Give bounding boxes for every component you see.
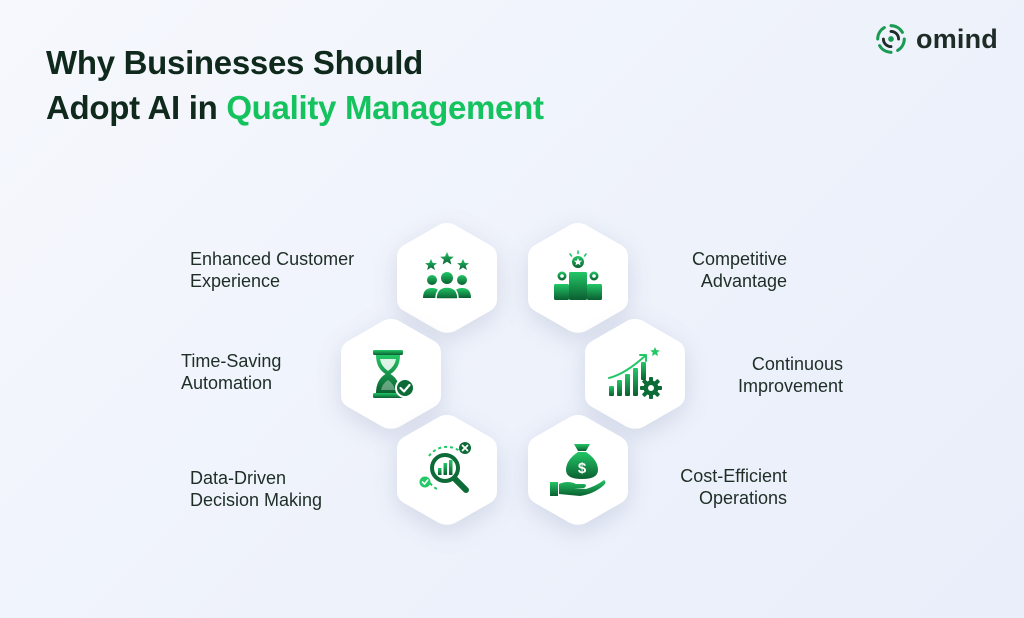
growth-chart-gear-icon — [608, 347, 662, 399]
hex-tile-data-driven-decision — [392, 410, 502, 530]
hex-tile-competitive-advantage — [523, 218, 633, 338]
title-line-1: Why Businesses Should — [46, 44, 423, 81]
customer-group-stars-icon — [423, 252, 471, 300]
title-accent: Quality Management — [226, 89, 544, 126]
hourglass-check-icon — [373, 350, 415, 398]
hex-tile-customer-experience — [392, 218, 502, 338]
title-prefix: Adopt AI in — [46, 89, 227, 126]
label-competitive-advantage: Competitive Advantage — [691, 249, 787, 291]
podium-icon — [554, 250, 602, 300]
omind-logo-icon — [876, 24, 906, 54]
title-line-2: Adopt AI in Quality Management — [46, 85, 544, 130]
label-enhanced-customer-experience: Enhanced Customer Experience — [190, 249, 355, 291]
label-continuous-improvement: Continuous Improvement — [737, 354, 843, 396]
brand-logo: omind — [872, 20, 998, 58]
svg-text:$: $ — [578, 460, 587, 477]
hex-tile-continuous-improvement — [580, 314, 690, 434]
data-analysis-icon — [419, 442, 471, 493]
page-title: Why Businesses Should Adopt AI in Qualit… — [46, 40, 544, 130]
money-bag-hand-icon: $ — [550, 444, 606, 496]
brand-name: omind — [916, 23, 998, 54]
hex-tile-time-saving-automation — [336, 314, 446, 434]
label-time-saving-automation: Time-Saving Automation — [181, 351, 282, 393]
label-cost-efficient-operations: Cost-Efficient Operations — [680, 466, 787, 508]
label-data-driven-decision-making: Data-Driven Decision Making — [190, 468, 323, 510]
hex-tile-cost-efficient: $ — [523, 410, 633, 530]
